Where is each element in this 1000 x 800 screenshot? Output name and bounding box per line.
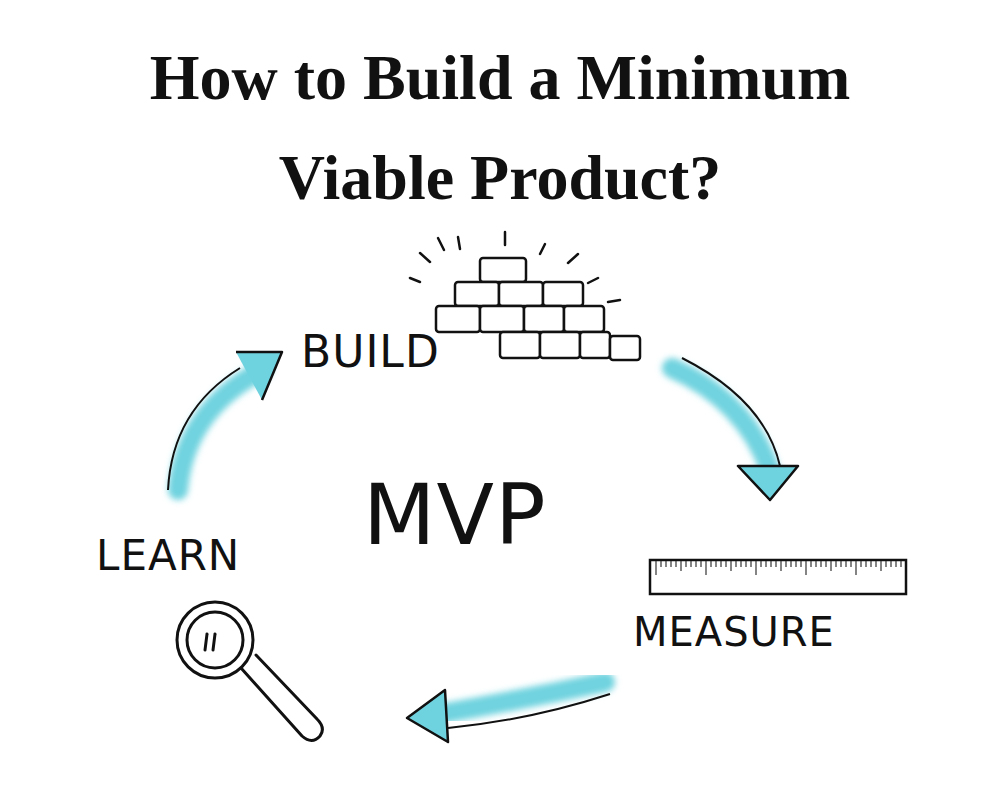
magnifying-glass xyxy=(177,602,322,741)
stage-label: MEASURE xyxy=(633,610,835,654)
stage-label: BUILD xyxy=(301,328,440,376)
sparkle-rays xyxy=(410,232,620,302)
stage-label: LEARN xyxy=(96,533,240,579)
cycle-arrows xyxy=(168,352,798,742)
bricks xyxy=(436,258,640,360)
title: How to Build a Minimum Viable Product? xyxy=(100,28,900,228)
center-label: MVP xyxy=(363,469,547,561)
ruler xyxy=(650,560,906,594)
